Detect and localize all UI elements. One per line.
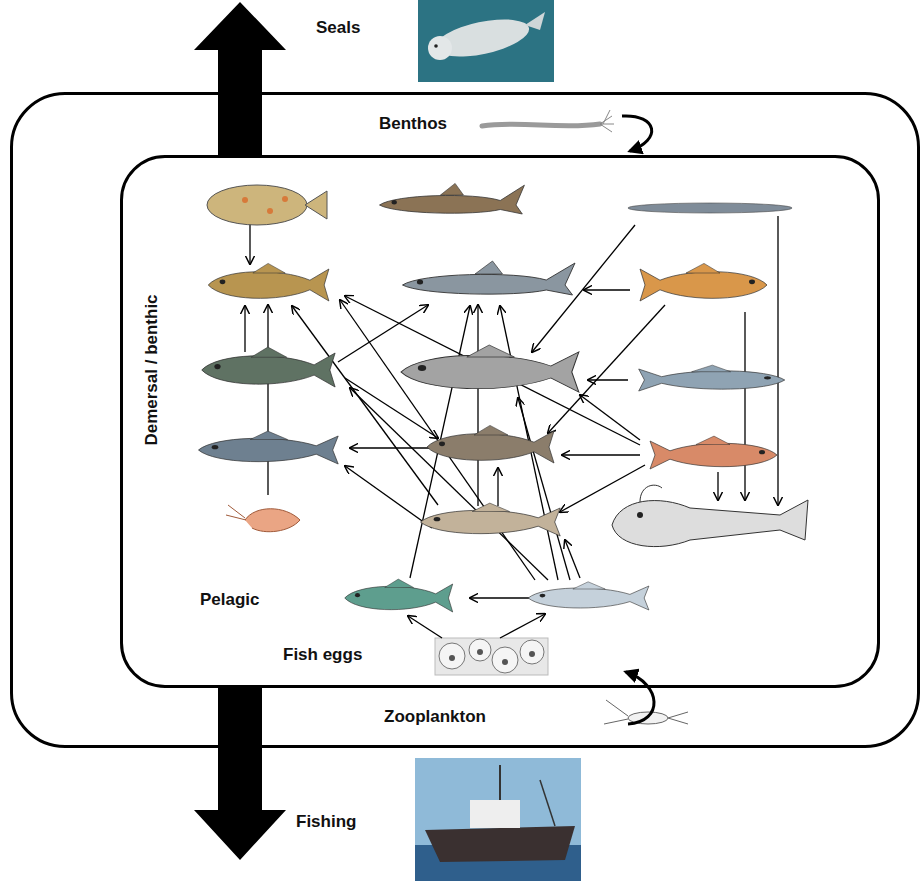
- curved-arrow: [622, 116, 652, 151]
- egg: [492, 647, 518, 673]
- feeding-arrow: [408, 616, 442, 638]
- egg-yolk: [502, 659, 508, 665]
- shrimp-body: [245, 509, 300, 532]
- feeding-arrow: [717, 472, 718, 500]
- sandeel-body: [628, 203, 792, 213]
- worm-body: [482, 124, 600, 126]
- gurnard-picture: [650, 436, 777, 469]
- ship-sky: [415, 758, 581, 881]
- shrimp-antennae: [226, 505, 246, 520]
- egg-yolk: [477, 649, 483, 655]
- haddock-picture: [427, 425, 554, 463]
- group-label: Zooplankton: [384, 707, 486, 727]
- flounder-spot: [267, 208, 273, 214]
- fish-community-box: Demersal / benthicPelagicFish eggs: [120, 155, 880, 688]
- seal-eye: [434, 44, 438, 48]
- feeding-arrow: [249, 222, 250, 264]
- egg-yolk: [449, 655, 455, 661]
- zooplankton-picture: [604, 700, 688, 724]
- feeding-arrow: [777, 216, 778, 505]
- feeding-arrow: [497, 468, 498, 506]
- feeding-arrow: [477, 305, 478, 506]
- flow-label: Seals: [316, 18, 360, 38]
- saithe-picture: [202, 347, 335, 387]
- mackerel-picture: [345, 579, 453, 612]
- hake-picture: [401, 345, 579, 392]
- group-label: Pelagic: [200, 590, 260, 610]
- feeding-arrow: [588, 379, 628, 380]
- ship-picture: [415, 758, 581, 881]
- anglerfish-picture: [612, 485, 808, 546]
- feeding-arrow: [338, 305, 428, 362]
- flounder-spot: [242, 197, 248, 203]
- feeding-arrow: [345, 466, 432, 528]
- seal-picture: [418, 0, 554, 82]
- ship-hull: [425, 826, 575, 862]
- ship-mast: [499, 765, 501, 800]
- feeding-arrow: [500, 614, 545, 638]
- herring-picture: [528, 582, 649, 610]
- egg: [469, 639, 491, 661]
- pollack-picture: [199, 431, 339, 464]
- feeding-arrow: [518, 398, 570, 580]
- feeding-arrow: [350, 447, 432, 448]
- flounder-spot: [282, 196, 288, 202]
- group-label: Demersal / benthic: [142, 294, 162, 445]
- ship-rigging: [540, 780, 555, 826]
- shrimp-picture: [226, 505, 300, 532]
- group-label: Fish eggs: [283, 645, 362, 665]
- egg: [520, 640, 544, 664]
- eggs-background: [435, 638, 548, 675]
- flounder-picture: [207, 185, 327, 225]
- anglerfish-lure: [640, 485, 662, 502]
- flow-arrow: [194, 2, 286, 155]
- feeding-arrow: [584, 289, 630, 290]
- anglerfish-eye: [637, 512, 643, 518]
- egg: [439, 643, 465, 669]
- blue-whiting-picture: [639, 365, 785, 391]
- feeding-arrow: [580, 395, 640, 440]
- group-label: Benthos: [379, 114, 447, 134]
- curved-arrow: [626, 672, 654, 724]
- seal-background: [418, 0, 554, 82]
- flow-label: Fishing: [296, 812, 356, 832]
- feeding-arrow: [244, 306, 245, 352]
- feeding-arrow: [562, 454, 640, 455]
- flounder-body: [207, 185, 307, 225]
- whiting-picture: [421, 503, 561, 536]
- worm-bristles: [600, 110, 614, 132]
- flounder-tail: [305, 191, 327, 219]
- anglerfish-body: [612, 500, 808, 547]
- ecosystem-box: BenthosZooplankton Demersal / benthicPela…: [10, 92, 920, 748]
- eggs-picture: [435, 638, 548, 675]
- cod-picture: [208, 263, 329, 301]
- feeding-arrow: [470, 597, 532, 598]
- worm-picture: [482, 110, 614, 132]
- seal-head: [428, 36, 452, 60]
- seal-flipper: [525, 12, 545, 30]
- ship-cabin: [470, 800, 520, 828]
- sandeel-picture: [628, 203, 792, 213]
- feeding-arrow: [565, 540, 580, 578]
- flow-arrow: [194, 688, 286, 860]
- copepod-legs: [604, 700, 688, 724]
- spurdog-picture: [403, 261, 576, 295]
- egg-yolk: [529, 651, 535, 657]
- feeding-arrow: [350, 388, 548, 580]
- dogfish-picture: [380, 183, 525, 214]
- feeding-arrow: [744, 312, 745, 500]
- redfish-picture: [640, 263, 767, 301]
- feeding-arrow: [267, 305, 268, 495]
